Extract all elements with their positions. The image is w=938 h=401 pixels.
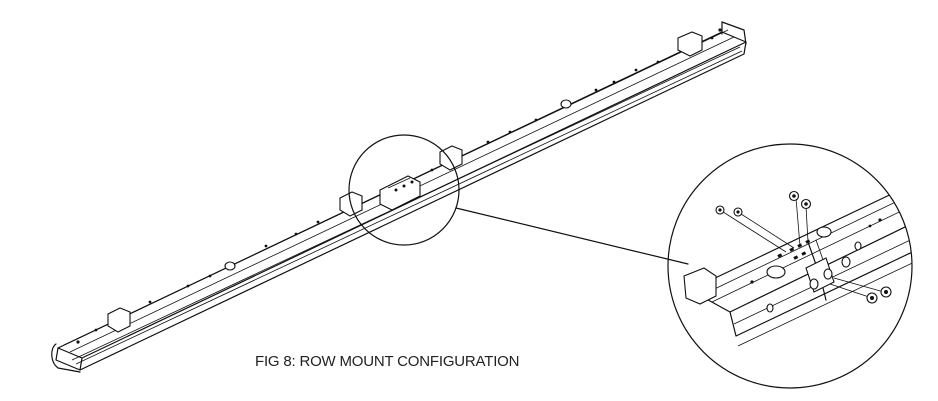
fastener-group-bottom [829,277,892,304]
figure-caption: FIG 8: ROW MOUNT CONFIGURATION [255,353,520,370]
fixture-row-assembly [51,21,747,373]
detail-enlarged-view [667,143,913,389]
fastener-group-top [715,190,812,253]
detail-leader-line [455,207,689,265]
detail-callout-circle-small [348,134,460,246]
